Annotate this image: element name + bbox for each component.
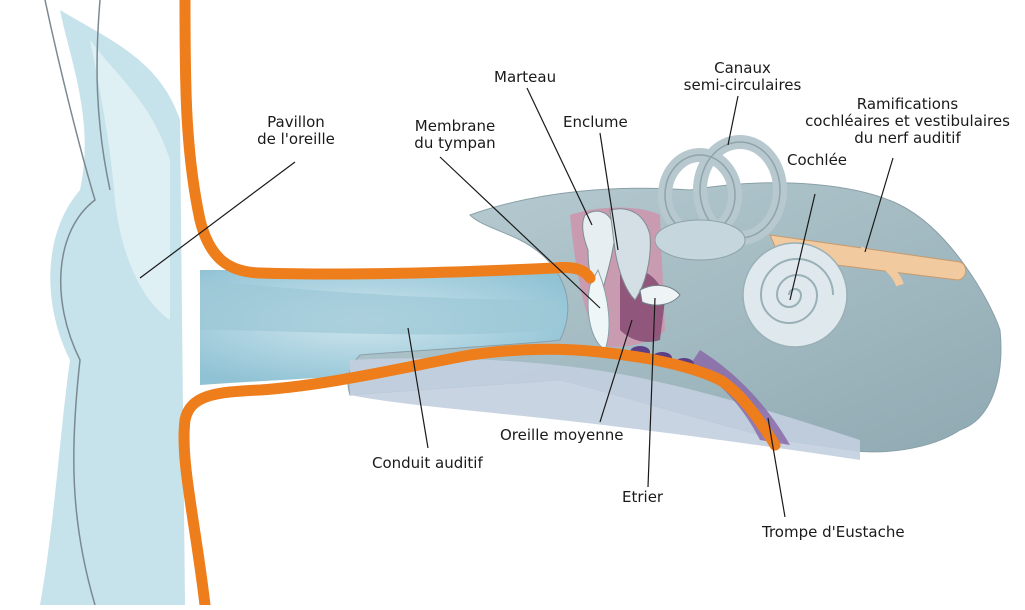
label-pavillon: Pavillon de l'oreille bbox=[256, 114, 336, 148]
label-oreille-moyenne: Oreille moyenne bbox=[500, 427, 624, 444]
label-etrier: Etrier bbox=[622, 489, 663, 506]
label-ramifications: Ramifications cochléaires et vestibulair… bbox=[795, 96, 1020, 147]
label-membrane-tympan: Membrane du tympan bbox=[400, 118, 510, 152]
label-marteau: Marteau bbox=[494, 69, 556, 86]
label-enclume: Enclume bbox=[563, 114, 628, 131]
label-cochlee: Cochlée bbox=[787, 152, 847, 169]
label-canaux-semi-circulaires: Canaux semi-circulaires bbox=[670, 60, 815, 94]
label-trompe-eustache: Trompe d'Eustache bbox=[762, 524, 905, 541]
label-conduit-auditif: Conduit auditif bbox=[372, 455, 483, 472]
